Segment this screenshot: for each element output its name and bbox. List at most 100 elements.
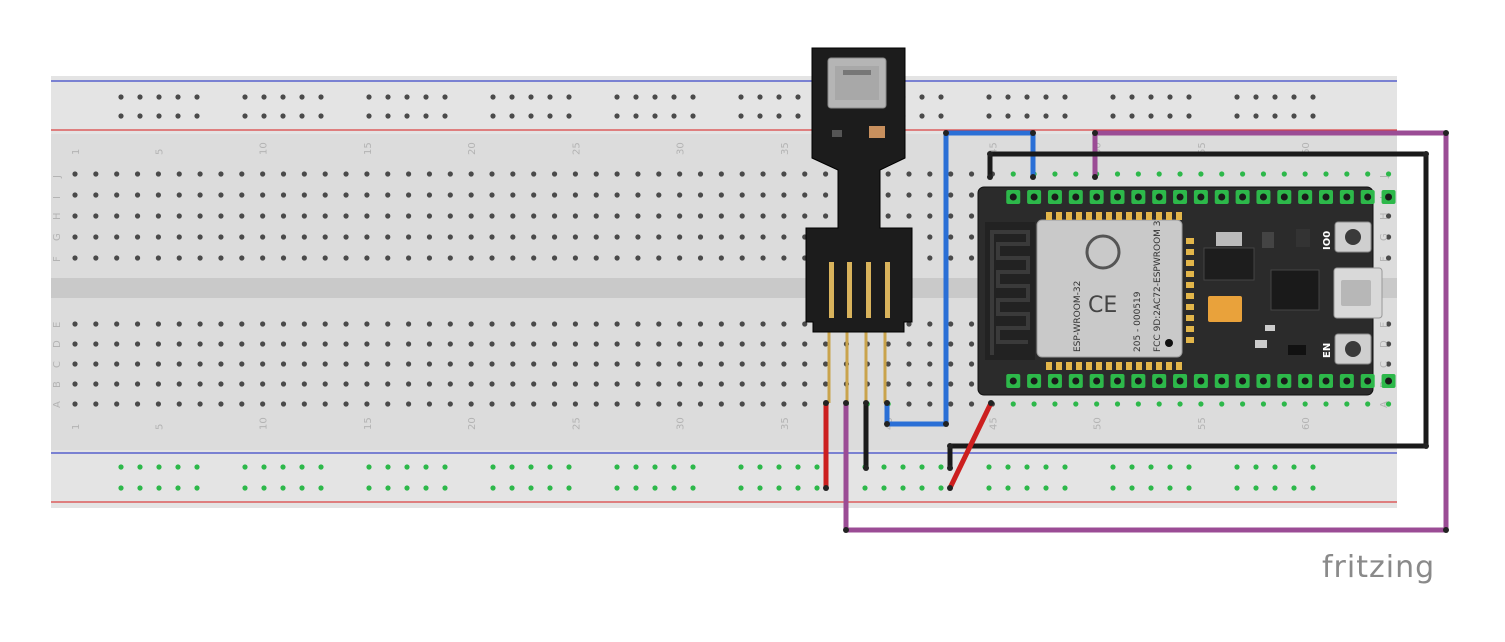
breadboard-hole[interactable] <box>155 213 161 219</box>
breadboard-hole[interactable] <box>114 171 120 177</box>
breadboard-hole[interactable] <box>364 321 370 327</box>
breadboard-hole[interactable] <box>301 341 307 347</box>
breadboard-hole[interactable] <box>614 255 620 261</box>
rail-hole[interactable] <box>242 464 248 470</box>
rail-hole[interactable] <box>280 464 286 470</box>
breadboard-hole[interactable] <box>781 234 787 240</box>
breadboard-hole[interactable] <box>134 255 141 261</box>
breadboard-hole[interactable] <box>802 171 808 177</box>
breadboard-hole[interactable] <box>635 401 641 407</box>
rail-hole[interactable] <box>881 485 887 491</box>
rail-hole[interactable] <box>1234 94 1240 100</box>
breadboard-hole[interactable] <box>656 171 662 177</box>
breadboard-hole[interactable] <box>1260 171 1267 177</box>
rail-hole[interactable] <box>1291 113 1297 119</box>
rail-hole[interactable] <box>261 485 267 491</box>
breadboard-hole[interactable] <box>656 321 662 327</box>
breadboard-hole[interactable] <box>948 255 954 261</box>
breadboard-hole[interactable] <box>93 401 99 407</box>
rail-hole[interactable] <box>1148 94 1154 100</box>
breadboard-hole[interactable] <box>572 234 579 240</box>
breadboard-hole[interactable] <box>656 341 662 347</box>
breadboard-hole[interactable] <box>531 381 537 387</box>
breadboard-hole[interactable] <box>155 321 161 327</box>
rail-hole[interactable] <box>366 485 372 491</box>
breadboard-hole[interactable] <box>489 213 495 219</box>
breadboard-hole[interactable] <box>635 171 641 177</box>
rail-hole[interactable] <box>175 485 181 491</box>
breadboard-hole[interactable] <box>1385 234 1392 240</box>
breadboard-hole[interactable] <box>301 255 307 261</box>
breadboard-hole[interactable] <box>385 401 391 407</box>
breadboard-hole[interactable] <box>697 192 704 198</box>
breadboard-hole[interactable] <box>1281 171 1287 177</box>
breadboard-hole[interactable] <box>260 234 266 240</box>
breadboard-hole[interactable] <box>93 321 99 327</box>
breadboard-hole[interactable] <box>677 213 683 219</box>
breadboard-hole[interactable] <box>551 321 558 327</box>
breadboard-hole[interactable] <box>406 255 412 261</box>
breadboard-hole[interactable] <box>802 321 808 327</box>
breadboard-hole[interactable] <box>1135 171 1141 177</box>
rail-hole[interactable] <box>1310 464 1316 470</box>
rail-hole[interactable] <box>919 464 925 470</box>
rail-hole[interactable] <box>175 113 181 119</box>
breadboard-hole[interactable] <box>968 213 975 219</box>
rail-hole[interactable] <box>652 113 658 119</box>
breadboard-hole[interactable] <box>280 341 287 347</box>
breadboard-hole[interactable] <box>510 255 516 261</box>
rail-hole[interactable] <box>1062 94 1068 100</box>
rail-hole[interactable] <box>1310 94 1316 100</box>
breadboard-hole[interactable] <box>760 321 766 327</box>
breadboard-hole[interactable] <box>447 255 453 261</box>
breadboard-hole[interactable] <box>260 192 266 198</box>
breadboard-hole[interactable] <box>1010 171 1016 177</box>
breadboard-hole[interactable] <box>93 361 99 367</box>
breadboard-hole[interactable] <box>114 341 120 347</box>
rail-hole[interactable] <box>1253 94 1259 100</box>
breadboard-hole[interactable] <box>364 234 370 240</box>
rail-hole[interactable] <box>1062 113 1068 119</box>
breadboard-hole[interactable] <box>614 192 620 198</box>
rail-hole[interactable] <box>986 464 992 470</box>
breadboard-hole[interactable] <box>301 213 307 219</box>
rail-hole[interactable] <box>986 94 992 100</box>
breadboard-hole[interactable] <box>239 341 245 347</box>
rail-hole[interactable] <box>690 464 696 470</box>
rail-hole[interactable] <box>118 113 124 119</box>
breadboard-hole[interactable] <box>134 213 141 219</box>
breadboard-hole[interactable] <box>718 213 724 219</box>
breadboard-hole[interactable] <box>426 361 433 367</box>
rail-hole[interactable] <box>633 94 639 100</box>
breadboard-hole[interactable] <box>739 213 745 219</box>
rail-hole[interactable] <box>900 464 906 470</box>
rail-hole[interactable] <box>776 94 782 100</box>
breadboard-hole[interactable] <box>260 341 266 347</box>
rail-hole[interactable] <box>1024 94 1030 100</box>
breadboard-hole[interactable] <box>280 255 287 261</box>
breadboard-hole[interactable] <box>1114 401 1121 407</box>
breadboard-hole[interactable] <box>927 255 933 261</box>
breadboard-hole[interactable] <box>176 171 182 177</box>
breadboard-hole[interactable] <box>906 381 912 387</box>
rail-hole[interactable] <box>566 113 572 119</box>
breadboard-hole[interactable] <box>489 341 495 347</box>
breadboard-hole[interactable] <box>114 381 120 387</box>
rail-hole[interactable] <box>652 464 658 470</box>
breadboard-hole[interactable] <box>1156 401 1162 407</box>
breadboard-hole[interactable] <box>72 234 78 240</box>
breadboard-hole[interactable] <box>1385 171 1392 177</box>
rail-hole[interactable] <box>490 94 496 100</box>
rail-hole[interactable] <box>1167 485 1173 491</box>
rail-hole[interactable] <box>1024 113 1030 119</box>
rail-hole[interactable] <box>118 94 124 100</box>
breadboard-hole[interactable] <box>802 213 808 219</box>
breadboard-hole[interactable] <box>155 341 161 347</box>
breadboard-hole[interactable] <box>1385 321 1392 327</box>
breadboard-hole[interactable] <box>260 401 266 407</box>
rail-hole[interactable] <box>881 464 887 470</box>
rail-hole[interactable] <box>1253 464 1259 470</box>
breadboard-hole[interactable] <box>739 192 745 198</box>
breadboard-hole[interactable] <box>551 192 558 198</box>
breadboard-hole[interactable] <box>510 401 516 407</box>
